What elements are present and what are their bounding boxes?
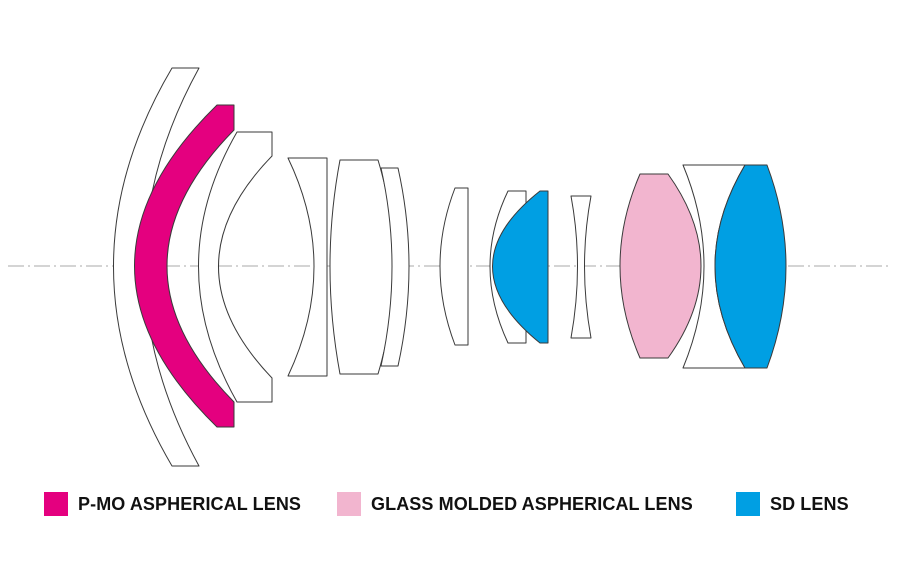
- lens-element-1: [113, 67, 200, 467]
- legend-label-sd: SD LENS: [770, 493, 849, 514]
- legend-item-pmo-aspherical: P-MO ASPHERICAL LENS: [44, 492, 301, 516]
- legend-swatch-glass: [337, 492, 361, 516]
- legend-item-sd: SD LENS: [736, 492, 849, 516]
- lens-element-13-sd: [714, 164, 787, 369]
- legend-swatch-sd: [736, 492, 760, 516]
- lens-element-4: [287, 157, 328, 377]
- lens-element-11-glass-molded-aspherical: [619, 173, 702, 359]
- legend-label-pmo: P-MO ASPHERICAL LENS: [78, 493, 302, 514]
- legend-swatch-pmo: [44, 492, 68, 516]
- lens-element-2-pmo-aspherical: [134, 104, 235, 428]
- lens-element-10: [570, 195, 592, 339]
- legend-label-glass: GLASS MOLDED ASPHERICAL LENS: [371, 493, 693, 514]
- lens-element-5: [329, 159, 395, 375]
- lens-element-6: [380, 167, 410, 367]
- lens-element-3: [198, 131, 273, 403]
- lens-element-9-sd: [492, 190, 549, 344]
- legend-item-glass-molded-aspherical: GLASS MOLDED ASPHERICAL LENS: [337, 492, 693, 516]
- lens-element-7: [439, 187, 469, 346]
